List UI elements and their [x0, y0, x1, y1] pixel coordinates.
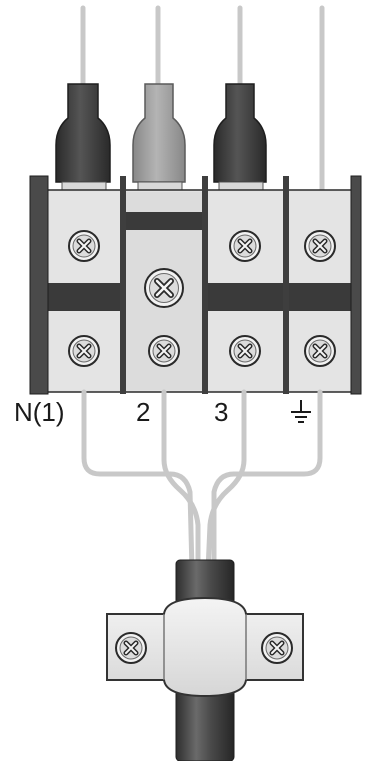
- ground-icon: [291, 400, 311, 423]
- terminal-label-n: N(1): [14, 397, 65, 427]
- block-wall-1: [120, 176, 126, 394]
- block-wall-left: [29, 175, 49, 395]
- block-wall-2: [202, 176, 208, 394]
- screw-icon: [305, 336, 335, 366]
- insulator-2: [132, 83, 186, 193]
- screw-icon: [230, 231, 260, 261]
- screw-icon: [116, 633, 146, 663]
- screw-icon: [230, 336, 260, 366]
- lower-wires: [81, 389, 323, 573]
- wire-lower-n: [81, 389, 195, 573]
- wire-lower-2: [161, 389, 201, 573]
- wire-lower-3: [205, 389, 247, 573]
- screw-icon: [149, 336, 179, 366]
- screw-icon: [145, 269, 183, 307]
- screw-icon: [69, 336, 99, 366]
- divider-bar-n: [48, 283, 120, 311]
- upper-wires: [80, 5, 325, 218]
- divider-bar-3: [208, 283, 283, 311]
- terminal-block: [29, 175, 362, 395]
- terminal-label-3: 3: [214, 397, 229, 427]
- divider-bar-ground: [289, 283, 351, 311]
- screw-icon: [305, 231, 335, 261]
- screw-icon: [69, 231, 99, 261]
- insulator-3: [213, 83, 267, 193]
- wire-insulators: [55, 83, 267, 193]
- wire-lower-ground: [211, 389, 323, 573]
- terminal-label-2: 2: [136, 397, 151, 427]
- screw-icon: [262, 633, 292, 663]
- cable-clamp: [106, 596, 304, 698]
- divider-bar-2-top: [126, 212, 202, 230]
- block-wall-right: [350, 175, 362, 395]
- block-wall-3: [283, 176, 289, 394]
- clamp-strap: [106, 596, 304, 698]
- insulator-n: [55, 83, 111, 193]
